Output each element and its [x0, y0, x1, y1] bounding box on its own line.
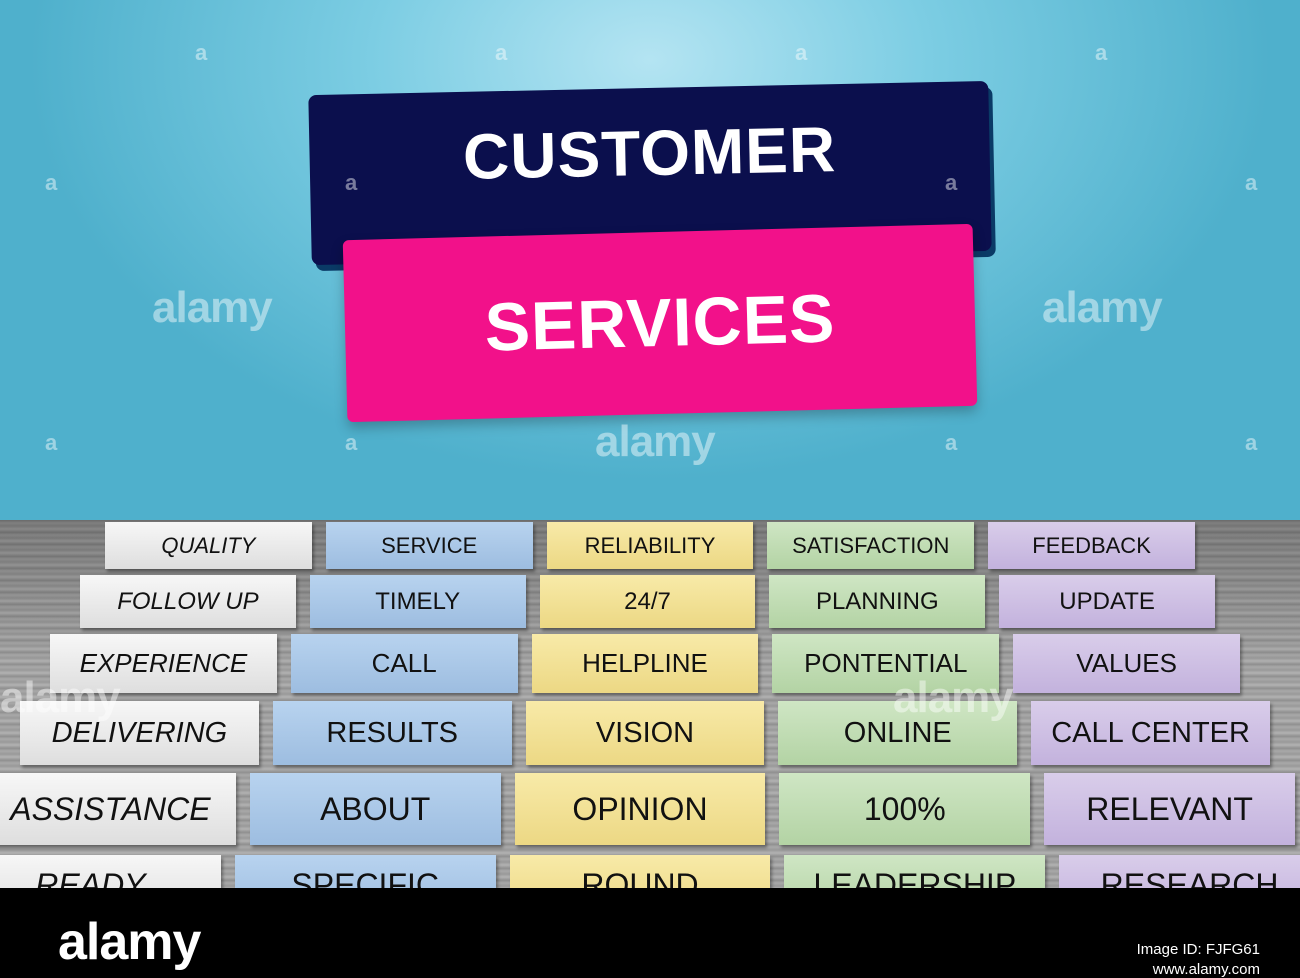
word-tile: ASSISTANCE: [0, 773, 236, 845]
word-tile: ONLINE: [778, 701, 1018, 765]
word-tile-label: DELIVERING: [51, 716, 228, 749]
title-line-1: CUSTOMER: [462, 113, 837, 193]
word-tile-label: CALL: [371, 648, 437, 678]
watermark-small: a: [345, 170, 358, 195]
watermark-small: a: [1245, 170, 1258, 195]
word-tile: RELEVANT: [1044, 773, 1295, 845]
word-tile-label: 24/7: [624, 587, 671, 615]
title-line-2: SERVICES: [483, 280, 837, 366]
watermark-small: a: [1245, 430, 1258, 455]
watermark-small: a: [195, 40, 208, 65]
word-tile: RESULTS: [272, 701, 512, 765]
word-tile: CALL: [290, 634, 518, 693]
word-tile: SATISFACTION: [767, 522, 975, 569]
word-tile-label: FEEDBACK: [1032, 532, 1151, 558]
watermark-small: a: [795, 40, 808, 65]
word-tile-label: PONTENTIAL: [804, 648, 968, 678]
word-tile: FOLLOW UP: [80, 575, 296, 628]
word-tile: VALUES: [1013, 634, 1240, 693]
footer-image-id: Image ID: FJFG61: [1136, 941, 1260, 958]
watermark-small: a: [45, 170, 58, 195]
word-tile: DELIVERING: [20, 701, 259, 765]
watermark-small: a: [945, 430, 958, 455]
watermark-small: a: [345, 430, 358, 455]
word-tile: QUALITY: [105, 522, 312, 569]
word-tile-label: 100%: [863, 790, 946, 827]
watermark-alamy: alamy: [152, 283, 273, 332]
watermark-alamy: alamy: [0, 673, 121, 722]
watermark-alamy: alamy: [595, 417, 716, 466]
word-tile-label: RESULTS: [326, 716, 458, 749]
word-tile-label: EXPERIENCE: [79, 648, 248, 678]
word-tile: CALL CENTER: [1031, 701, 1270, 765]
word-tile-label: CALL CENTER: [1051, 716, 1250, 749]
word-tile-label: ONLINE: [843, 716, 952, 749]
word-tile: PONTENTIAL: [772, 634, 1000, 693]
watermark-small: a: [1095, 40, 1108, 65]
watermark-small: a: [495, 40, 508, 65]
word-tile: OPINION: [514, 773, 766, 845]
word-tile-label: TIMELY: [375, 587, 461, 615]
word-tile-label: SERVICE: [381, 532, 478, 558]
word-tile: UPDATE: [999, 575, 1215, 628]
word-tile-label: HELPLINE: [582, 648, 708, 678]
watermark-small: a: [945, 170, 958, 195]
word-tile: 24/7: [539, 575, 756, 628]
word-tile: ABOUT: [249, 773, 501, 845]
watermark-alamy: alamy: [1042, 283, 1163, 332]
word-tile: TIMELY: [309, 575, 526, 628]
word-tile-label: PLANNING: [815, 587, 939, 615]
word-tile: FEEDBACK: [988, 522, 1195, 569]
watermark-small: a: [45, 430, 58, 455]
footer-image-info: Image ID: FJFG61 www.alamy.com: [1137, 940, 1260, 978]
footer-bar: [0, 888, 1300, 978]
word-tile-label: UPDATE: [1059, 587, 1155, 615]
word-tile: EXPERIENCE: [50, 634, 277, 693]
word-tile: 100%: [779, 773, 1031, 845]
footer-logo: alamy: [58, 913, 201, 971]
word-tile: RELIABILITY: [546, 522, 754, 569]
title-services-panel: SERVICES: [342, 223, 978, 423]
word-tile-label: FOLLOW UP: [117, 587, 259, 615]
footer-site: www.alamy.com: [1152, 961, 1260, 978]
word-tile-label: ABOUT: [320, 790, 431, 827]
word-tile-label: ASSISTANCE: [10, 790, 211, 827]
word-tile: PLANNING: [769, 575, 986, 628]
word-tile-label: VISION: [595, 716, 695, 749]
word-tile-label: OPINION: [572, 790, 708, 827]
word-tile-label: RELIABILITY: [584, 532, 716, 558]
word-tile-label: VALUES: [1076, 648, 1177, 678]
word-tile-label: SATISFACTION: [792, 532, 950, 558]
word-tile-label: QUALITY: [161, 532, 256, 558]
word-tile-label: RELEVANT: [1086, 790, 1253, 827]
word-tile: HELPLINE: [531, 634, 759, 693]
word-tile: SERVICE: [325, 522, 533, 569]
word-tile: VISION: [525, 701, 765, 765]
watermark-alamy: alamy: [893, 673, 1014, 722]
